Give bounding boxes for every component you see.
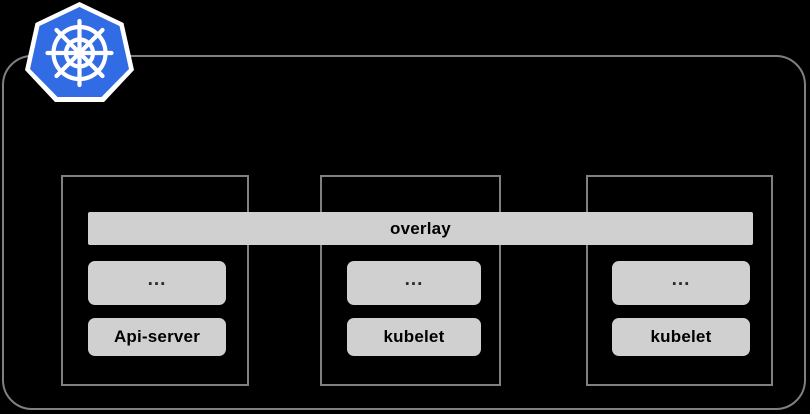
node-2-component-pill: kubelet xyxy=(347,318,481,356)
node-2-middle-pill: ... xyxy=(347,261,481,305)
kubernetes-logo xyxy=(25,1,134,102)
node-box-3 xyxy=(586,175,773,386)
node-3-component-pill: kubelet xyxy=(612,318,750,356)
cluster-boundary xyxy=(2,55,806,410)
overlay-bar: overlay xyxy=(88,212,753,245)
node-box-1 xyxy=(61,175,249,386)
node-box-2 xyxy=(320,175,501,386)
node-1-middle-pill: ... xyxy=(88,261,226,305)
node-3-middle-pill: ... xyxy=(612,261,750,305)
node-1-component-pill: Api-server xyxy=(88,318,226,356)
